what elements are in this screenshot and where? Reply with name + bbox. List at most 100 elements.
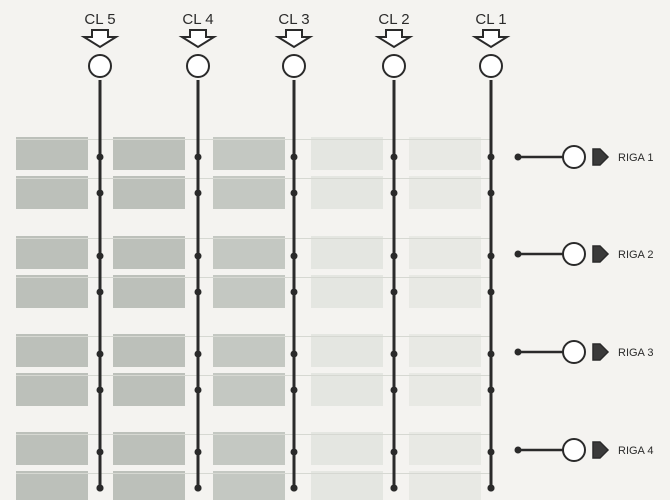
- junction-dot: [487, 189, 495, 197]
- junction-dot: [290, 448, 298, 456]
- cell-block: [113, 137, 185, 170]
- junction-dot: [487, 153, 495, 161]
- down-arrow-icon: [80, 29, 120, 49]
- junction-dot: [390, 189, 398, 197]
- junction-dot: [290, 153, 298, 161]
- junction-dot: [487, 288, 495, 296]
- cell-block: [16, 236, 88, 269]
- cell-block: [409, 432, 481, 465]
- down-arrow-icon: [374, 29, 414, 49]
- cell-block: [311, 275, 383, 308]
- column-node: [282, 54, 306, 78]
- junction-dot: [390, 484, 398, 492]
- junction-dot: [487, 350, 495, 358]
- column-node: [186, 54, 210, 78]
- row-label: RIGA 1: [618, 152, 653, 164]
- right-arrow-icon: [592, 441, 610, 459]
- junction-dot: [96, 252, 104, 260]
- junction-dot: [290, 484, 298, 492]
- cell-block: [213, 471, 285, 500]
- junction-dot: [290, 350, 298, 358]
- down-arrow-icon: [274, 29, 314, 49]
- cell-block: [409, 275, 481, 308]
- cell-block: [213, 236, 285, 269]
- junction-dot: [194, 386, 202, 394]
- row-node: [562, 340, 586, 364]
- junction-dot: [390, 153, 398, 161]
- column-label: CL 5: [84, 11, 115, 28]
- junction-dot: [487, 448, 495, 456]
- cell-block: [113, 275, 185, 308]
- junction-dot: [96, 189, 104, 197]
- column-node: [479, 54, 503, 78]
- row-node: [562, 438, 586, 462]
- junction-dot: [96, 448, 104, 456]
- junction-dot: [194, 189, 202, 197]
- cell-block: [311, 432, 383, 465]
- junction-dot: [96, 350, 104, 358]
- down-arrow-icon: [471, 29, 511, 49]
- cell-block: [16, 334, 88, 367]
- right-arrow-icon: [592, 343, 610, 361]
- right-arrow-icon: [592, 148, 610, 166]
- cell-block: [113, 334, 185, 367]
- junction-dot: [96, 484, 104, 492]
- cell-block: [113, 176, 185, 209]
- column-label: CL 1: [475, 11, 506, 28]
- row-label: RIGA 2: [618, 249, 653, 261]
- cell-block: [409, 373, 481, 406]
- column-node: [88, 54, 112, 78]
- junction-dot: [390, 288, 398, 296]
- cell-block: [213, 176, 285, 209]
- junction-dot: [290, 252, 298, 260]
- junction-dot: [96, 288, 104, 296]
- cell-block: [213, 275, 285, 308]
- row-label: RIGA 3: [618, 347, 653, 359]
- junction-dot: [390, 350, 398, 358]
- column-label: CL 2: [378, 11, 409, 28]
- column-node: [382, 54, 406, 78]
- cell-block: [409, 137, 481, 170]
- junction-dot: [390, 252, 398, 260]
- cell-block: [311, 236, 383, 269]
- cell-block: [16, 137, 88, 170]
- cell-block: [311, 334, 383, 367]
- junction-dot: [290, 288, 298, 296]
- junction-dot: [390, 386, 398, 394]
- junction-dot: [290, 189, 298, 197]
- cell-block: [113, 471, 185, 500]
- junction-dot: [194, 153, 202, 161]
- cell-block: [16, 471, 88, 500]
- row-node: [562, 242, 586, 266]
- cell-block: [213, 137, 285, 170]
- column-label: CL 4: [182, 11, 213, 28]
- cell-block: [213, 432, 285, 465]
- junction-dot: [96, 386, 104, 394]
- junction-dot: [96, 153, 104, 161]
- cell-block: [213, 373, 285, 406]
- cell-block: [409, 334, 481, 367]
- cell-block: [16, 176, 88, 209]
- junction-dot: [390, 448, 398, 456]
- cell-block: [16, 275, 88, 308]
- junction-dot: [194, 484, 202, 492]
- column-label: CL 3: [278, 11, 309, 28]
- junction-dot: [194, 448, 202, 456]
- junction-dot: [194, 350, 202, 358]
- cell-block: [16, 373, 88, 406]
- cell-block: [311, 471, 383, 500]
- cell-block: [213, 334, 285, 367]
- junction-dot: [194, 288, 202, 296]
- cell-block: [113, 236, 185, 269]
- cell-block: [113, 432, 185, 465]
- junction-dot: [194, 252, 202, 260]
- cell-block: [409, 236, 481, 269]
- row-node: [562, 145, 586, 169]
- down-arrow-icon: [178, 29, 218, 49]
- cell-block: [16, 432, 88, 465]
- cell-block: [311, 137, 383, 170]
- junction-dot: [487, 484, 495, 492]
- cell-block: [311, 373, 383, 406]
